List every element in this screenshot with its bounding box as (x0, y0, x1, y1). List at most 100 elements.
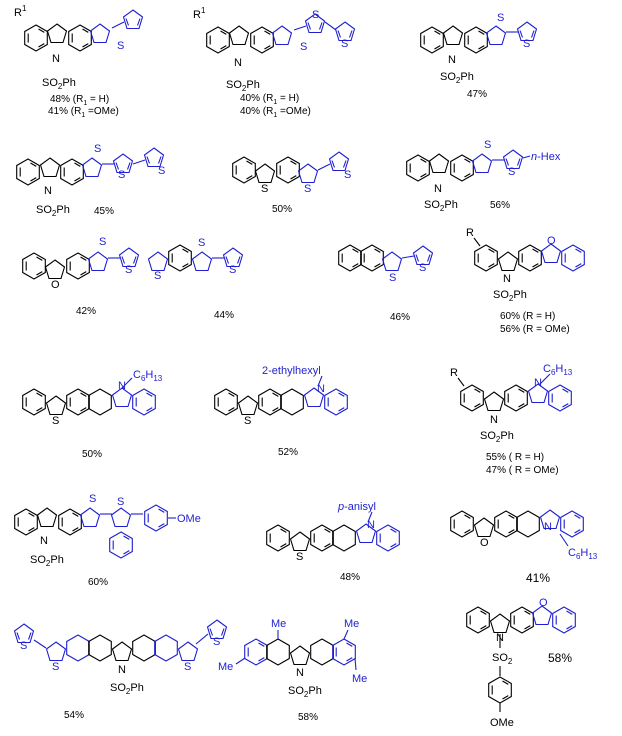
yield-label: 41% (R1 =OMe) (48, 106, 119, 119)
yield-label: 50% (82, 449, 102, 460)
yield-label: 45% (94, 206, 114, 217)
yield-label: 58% (548, 651, 572, 665)
r-label: R (450, 367, 458, 379)
sulfonyl-group: SO2Ph (110, 682, 144, 696)
nitrogen-atom: N (534, 377, 542, 389)
hexyl-label: C6H13 (568, 547, 598, 561)
sulfur-atom: S (296, 551, 303, 563)
sulfonyl-group: SO2Ph (440, 71, 474, 85)
sulfur-atom: S (300, 41, 307, 53)
alkyl-label: 2-ethylhexyl (262, 365, 321, 377)
yield-label: 56% (R = OMe) (500, 324, 570, 335)
compound-11: S N C6H13 50% (22, 369, 163, 460)
yield-label: 47% (467, 89, 487, 100)
sulfur-atom: S (304, 183, 311, 195)
oxygen-atom: O (539, 597, 548, 609)
compound-16: N C6H13 O 41% (450, 509, 598, 585)
compound-17: S S S S N SO2Ph 54% (13, 619, 228, 721)
methoxy-label: OMe (177, 513, 201, 525)
yield-label: 60% (88, 577, 108, 588)
r1-label: R1 (193, 6, 206, 21)
sulfur-atom: S (523, 38, 530, 50)
sulfur-atom: S (99, 236, 106, 248)
yield-label: 52% (278, 447, 298, 458)
nitrogen-atom: N (490, 414, 498, 426)
methyl-label: Me (352, 673, 367, 685)
yield-label: 55% ( R = H) (486, 452, 544, 463)
hexyl-label: n-Hex (531, 151, 561, 163)
sulfur-atom: S (389, 272, 396, 284)
compound-10: R O N SO2Ph 60% (R = H) 56% (R = OMe) (466, 227, 585, 335)
compound-18: Me Me Me Me N SO2Ph 58% (218, 618, 367, 723)
sulfur-atom: S (118, 169, 125, 181)
yield-label: 47% ( R = OMe) (486, 465, 559, 476)
yield-label: 50% (272, 204, 292, 215)
yield-label: 56% (490, 200, 510, 211)
sulfur-atom: S (52, 415, 59, 427)
sulfonyl-group: SO2Ph (480, 430, 514, 444)
compound-14: S S OMe N SO2Ph 60% (14, 493, 201, 588)
nitrogen-atom: N (118, 664, 126, 676)
hexyl-label: C6H13 (543, 363, 573, 377)
sulfur-atom: S (497, 12, 504, 24)
nitrogen-atom: N (367, 519, 375, 531)
nitrogen-atom: N (40, 535, 48, 547)
oxygen-atom: O (51, 279, 60, 291)
sulfonyl-group: SO2Ph (424, 199, 458, 213)
aryl-label: p-anisyl (337, 501, 376, 513)
sulfur-atom: S (213, 636, 220, 648)
sulfonyl-group: SO2 (492, 652, 513, 666)
yield-label: 44% (214, 310, 234, 321)
nitrogen-atom: N (44, 185, 52, 197)
nitrogen-atom: N (448, 54, 456, 66)
hexyl-label: C6H13 (133, 369, 163, 383)
sulfonyl-group: SO2Ph (288, 685, 322, 699)
sulfur-atom: S (154, 270, 161, 282)
compound-1: R1 S N SO2Ph 48% (R1 = H) 41% (R1 =OMe) (14, 4, 144, 119)
nitrogen-atom: N (496, 632, 504, 644)
nitrogen-atom: N (503, 273, 511, 285)
sulfur-atom: S (117, 496, 124, 508)
sulfur-atom: S (344, 169, 351, 181)
yield-label: 40% (R1 = H) (240, 93, 299, 106)
sulfur-atom: S (419, 262, 426, 274)
yield-label: 42% (76, 306, 96, 317)
sulfur-atom: S (158, 165, 165, 177)
methyl-label: Me (344, 618, 359, 630)
yield-label: 58% (298, 712, 318, 723)
sulfur-atom: S (244, 415, 251, 427)
sulfur-atom: S (484, 139, 491, 151)
nitrogen-atom: N (118, 380, 126, 392)
compound-9: S S 46% (338, 244, 434, 323)
compound-12: 2-ethylhexyl N S 52% (214, 365, 348, 458)
methoxy-label: OMe (490, 717, 514, 729)
sulfonyl-group: SO2Ph (36, 204, 70, 218)
sulfonyl-group: SO2Ph (42, 77, 76, 91)
sulfonyl-group: SO2Ph (493, 289, 527, 303)
methyl-label: Me (218, 661, 233, 673)
sulfur-atom: S (117, 40, 124, 52)
compound-4: S S S N SO2Ph 45% (16, 143, 165, 218)
compound-15: p-anisyl N S 48% (266, 501, 400, 583)
compound-5: S S S 50% (232, 151, 351, 215)
sulfur-atom: S (508, 166, 515, 178)
sulfur-atom: S (312, 9, 319, 21)
compound-19: O N SO2 OMe 58% (466, 597, 576, 729)
yield-label: 48% (R1 = H) (50, 94, 109, 107)
r-label: R (466, 227, 474, 239)
compound-7: S S O 42% (22, 236, 140, 317)
compound-8: S S S 44% (147, 237, 244, 321)
compound-6: S S n-Hex N SO2Ph 56% (406, 139, 561, 213)
yield-label: 46% (390, 312, 410, 323)
compound-13: R C6H13 N N SO2Ph 55% ( R = H) 47% ( R =… (450, 363, 573, 476)
sulfur-atom: S (261, 183, 268, 195)
sulfonyl-group: SO2Ph (30, 554, 64, 568)
nitrogen-atom: N (317, 383, 325, 395)
compound-3: S S N SO2Ph 47% (420, 12, 538, 100)
nitrogen-atom: N (296, 667, 304, 679)
sulfur-atom: S (229, 264, 236, 276)
yield-label: 41% (526, 571, 550, 585)
nitrogen-atom: N (434, 183, 442, 195)
nitrogen-atom: N (544, 521, 552, 533)
